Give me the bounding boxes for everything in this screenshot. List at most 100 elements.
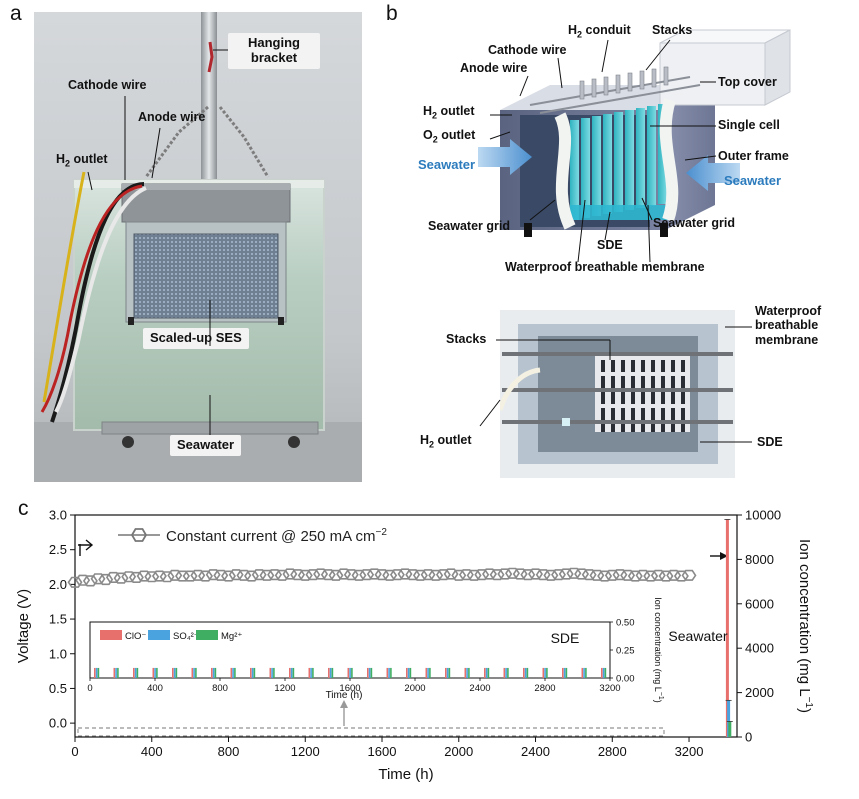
leader-lines-a (87, 49, 228, 435)
x-tick-label: 1600 (368, 744, 397, 759)
inset-bar (468, 667, 470, 678)
photo-scaled-up-ses (34, 12, 362, 482)
x-tick-label: 2400 (521, 744, 550, 759)
label-waterproof-membrane-top: Waterproof breathable membrane (505, 260, 705, 274)
inset-zoom-arrowhead (340, 700, 348, 708)
inset-bar (368, 667, 371, 678)
inset-bar (230, 667, 233, 678)
hanging-bracket-line1: Hanging (248, 35, 300, 50)
inset-bar (172, 667, 174, 678)
inset-bar (136, 667, 139, 678)
inset-bar (347, 667, 350, 678)
inset-x-tick-label: 2800 (534, 683, 555, 694)
inset-x-tick-label: 1600 (339, 683, 360, 694)
inset-bar (406, 667, 408, 678)
inset-bar (563, 667, 566, 678)
inset-x-tick-label: 400 (147, 683, 163, 694)
inset-bar (388, 667, 390, 678)
inset-bar (173, 667, 176, 678)
inset-bar (115, 667, 117, 678)
inset-bar (429, 667, 431, 678)
panel-letter-c: c (18, 497, 29, 520)
inset-bar (214, 667, 217, 678)
inset-bar (407, 667, 410, 678)
y-right-tick-label: 2000 (745, 685, 774, 700)
membrane-line3: membrane (755, 332, 819, 347)
inset-x-tick-label: 2400 (469, 683, 490, 694)
inset-y-axis-label: Ion concentration (mg L−1) (653, 597, 664, 703)
inset-bar (328, 667, 330, 678)
inset-bar (602, 667, 605, 678)
inset-bar (195, 667, 197, 678)
hanging-bracket-line2: bracket (250, 49, 298, 65)
inset-bar (94, 667, 96, 678)
inset-bar (97, 667, 100, 678)
label-h2-outlet-bottom: H2 outlet (420, 433, 472, 450)
label-cathode-wire-b: Cathode wire (488, 43, 567, 57)
seawater-bar (727, 700, 731, 737)
inset-bar (581, 667, 584, 678)
label-single-cell: Single cell (718, 118, 780, 132)
h2-outlet-b-text: outlet (437, 104, 475, 118)
inset-bar (232, 667, 234, 678)
inset-x-tick-label: 0 (87, 683, 92, 694)
inset-bar (211, 667, 213, 678)
inset-zoom-box (77, 727, 665, 737)
inset-bar (113, 667, 116, 678)
h2-outlet-b-sub: 2 (432, 110, 438, 121)
inset-bar (542, 667, 545, 678)
inset-bar (425, 667, 428, 678)
inset-bar (152, 667, 155, 678)
y-left-tick-label: 2.0 (49, 577, 67, 592)
seawater-bar (725, 519, 729, 737)
y-left-tick-label: 2.5 (49, 542, 67, 557)
membrane-line1: Waterproof (755, 304, 822, 318)
label-anode-wire-b: Anode wire (460, 61, 528, 75)
h2-outlet-a-h: H (56, 152, 66, 166)
y-right-tick-label: 8000 (745, 552, 774, 567)
inset-bar (604, 667, 607, 678)
panel-letter-b: b (386, 2, 398, 25)
inset-bar (601, 667, 603, 678)
legend-label: Constant current @ 250 mA cm−2 (166, 527, 387, 545)
inset-bar (351, 667, 353, 678)
h2-outlet-bottom-sub: 2 (429, 439, 435, 450)
main-plot-frame (74, 514, 738, 738)
label-seawater-grid-left: Seawater grid (428, 219, 510, 233)
y-left-tick-label: 1.5 (49, 612, 67, 627)
h2-outlet-bottom-h: H (420, 433, 430, 447)
inset-x-tick-label: 3200 (599, 683, 620, 694)
schematic-electrolyzer (478, 29, 791, 237)
label-h2-conduit: H2 conduit (568, 23, 631, 40)
legend-voltage: Constant current @ 250 mA cm−2 (118, 527, 387, 545)
inset-bar (390, 667, 392, 678)
inset-bar (585, 667, 587, 678)
inset-bar (212, 667, 215, 678)
y-axis-label-left: Voltage (V) (15, 589, 32, 663)
y-left-tick-label: 1.0 (49, 646, 67, 661)
inset-bar (565, 667, 568, 678)
inset-bar (370, 667, 373, 678)
y-left-tick-label: 3.0 (49, 508, 67, 523)
inset-bar (448, 667, 451, 678)
o2-outlet-o: O (423, 128, 433, 142)
inset-bar (464, 667, 467, 678)
inset-bar (250, 667, 252, 678)
inset-y-tick-label: 0.25 (616, 646, 635, 657)
inset-bar (134, 667, 137, 678)
h2-outlet-bottom-text: outlet (434, 433, 472, 447)
membrane-line2: breathable (755, 318, 819, 333)
inset-bar (312, 667, 314, 678)
label-sde-top: SDE (597, 238, 623, 252)
inset-legend-label: Mg²⁺ (221, 631, 242, 642)
inset-bar (367, 667, 369, 678)
label-anode-wire-a: Anode wire (138, 110, 206, 124)
y-right-tick-label: 0 (745, 730, 752, 745)
inset-bar (526, 667, 529, 678)
inset-bar (524, 667, 527, 678)
inset-bar (583, 667, 585, 678)
x-tick-label: 800 (218, 744, 240, 759)
x-tick-label: 1200 (291, 744, 320, 759)
legend-hexagon-marker (130, 528, 148, 542)
o2-outlet-sub: 2 (432, 134, 438, 145)
